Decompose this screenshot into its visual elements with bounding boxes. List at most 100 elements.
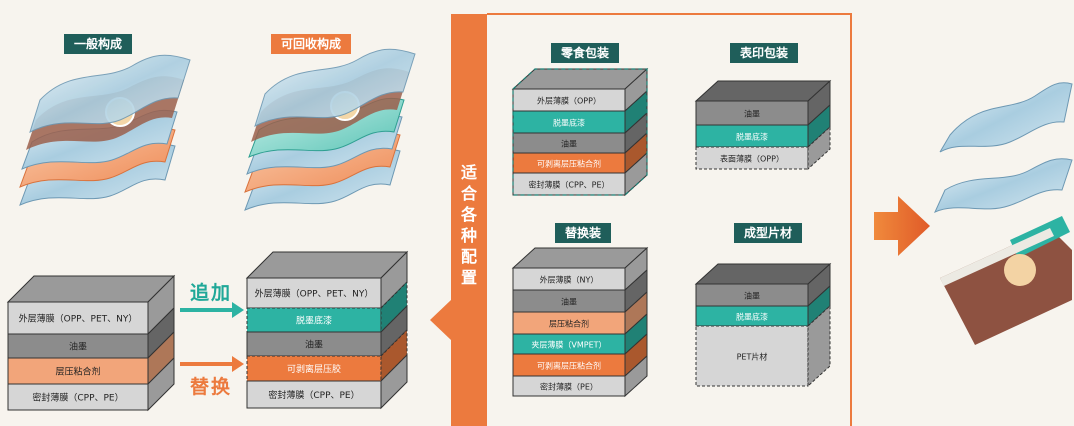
recyclable-stack-layer-label: 密封薄膜（CPP、PE） [268,389,359,401]
surface-print-stack-layer-label: 脱墨底漆 [736,132,768,142]
recyclable-title: 可回收构成 [271,34,352,54]
recyclable-stack-layer-label: 脱墨底漆 [296,315,332,327]
refill-pack-stack-layer: 油墨 [512,268,648,314]
molded-sheet-stack-layer: 油墨 [695,262,831,308]
conventional-stack-layer: 外层薄膜（OPP、PET、NY） [7,274,175,336]
recyclable-stack-top-face [245,251,409,279]
refill-pack-stack-layer-label: 外层薄膜（NY） [540,275,599,285]
conventional-stack-layer-front [7,301,149,335]
recyclable-stack-layer-front [246,307,382,333]
recyclable-film-illustration [244,48,416,211]
recyclable-stack-layer: 密封薄膜（CPP、PE） [246,353,408,410]
conventional-stack-layer-label: 外层薄膜（OPP、PET、NY） [19,313,138,325]
refill-pack-stack-layer-label: 密封薄膜（PE） [540,382,598,392]
conventional-stack-layer-side [147,356,175,412]
surface-print-stack-layer-side [807,125,831,171]
snack-pack-stack-layer-label: 外层薄膜（OPP） [537,96,601,106]
conventional-stack-layer-label: 密封薄膜（CPP、PE） [32,392,123,404]
applicable-label-char: 适 [461,163,477,182]
snack-pack-stack-outline [512,68,648,196]
applicable-frame [430,13,852,426]
conventional-stack-layer-front [7,333,149,359]
refill-pack-stack-layer-label: 层压粘合剂 [549,319,589,329]
surface-print-stack-top-face [694,80,832,102]
conventional-title: 一般构成 [64,34,133,54]
applicable-label-char: 各 [460,205,478,224]
conventional-stack-layer: 密封薄膜（CPP、PE） [7,356,175,412]
applicable-label-char: 合 [461,184,478,203]
surface-print-title: 表印包装 [730,43,799,63]
applicable-label-char: 置 [461,268,477,287]
surface-print-stack-layer: 脱墨底漆 [695,103,831,149]
conventional-stack-layer-label: 层压粘合剂 [55,366,100,378]
snack-pack-stack-top-face [511,68,649,90]
molded-sheet-stack-layer-front [695,325,809,387]
molded-sheet-stack-top-face [694,263,832,285]
refill-pack-stack-layer: 夹层薄膜（VMPET） [512,312,648,356]
recyclable-stack-layer-label: 油墨 [305,339,323,351]
replace-arrow [180,356,244,372]
big-output-arrow [874,196,930,256]
refill-pack-stack-layer: 密封薄膜（PE） [512,354,648,398]
surface-print-stack-layer-label: 油墨 [744,109,760,119]
refill-pack-title: 替换装 [555,223,612,243]
recyclable-stack-layer-side [380,353,408,410]
conventional-stack-layer-front [7,383,149,411]
refill-pack-stack-layer-side [624,354,648,398]
snack-pack-stack-layer-label: 油墨 [561,139,577,149]
refill-pack-stack-layer-label: 可剥离层压粘合剂 [537,361,601,371]
snack-pack-stack-layer-label: 可剥离层压粘合剂 [537,159,601,169]
conventional-stack-top-face [6,275,176,303]
snack-pack-stack-layer: 可剥离层压粘合剂 [512,131,648,175]
refill-pack-stack-layer-label: 夹层薄膜（VMPET） [531,340,606,350]
molded-sheet-stack-layer: 脱墨底漆 [695,284,831,328]
separated-films-illustration [934,82,1073,213]
replace-label: 替换 [190,376,233,398]
snack-pack-stack-layer-label: 密封薄膜（CPP、PE） [528,180,609,190]
recyclable-stack-layer: 脱墨底漆 [246,280,408,334]
conventional-stack-layer: 油墨 [7,306,175,360]
conventional-film-illustration [19,54,191,206]
molded-sheet-stack-layer-side [807,304,831,388]
refill-pack-stack-layer: 层压粘合剂 [512,290,648,336]
recyclable-stack-layer-label: 外层薄膜（OPP、PET、NY） [255,288,374,300]
add-label: 追加 [190,282,233,304]
molded-sheet-stack-layer-label: PET片材 [737,352,768,362]
snack-pack-stack-layer-label: 脱墨底漆 [553,118,585,128]
surface-print-stack-layer: 油墨 [695,79,831,127]
molded-sheet-stack-layer-label: 油墨 [744,291,760,301]
snack-pack-stack-layer: 脱墨底漆 [512,89,648,135]
applicable-label-char: 配 [461,247,477,266]
chips-bag-illustration [940,216,1072,345]
conventional-stack-layer: 层压粘合剂 [7,330,175,386]
surface-print-stack-layer-front [695,100,809,126]
molded-sheet-title: 成型片材 [734,223,803,243]
recyclable-stack-layer-front [246,331,382,357]
snack-pack-title: 零食包装 [551,43,620,63]
refill-pack-stack-layer-label: 油墨 [561,297,577,307]
molded-sheet-stack-layer-label: 脱墨底漆 [736,312,768,322]
recyclable-stack-layer: 外层薄膜（OPP、PET、NY） [246,250,408,310]
conventional-stack-layer-label: 油墨 [69,341,87,353]
add-arrow [180,302,244,318]
surface-print-stack-layer-label: 表面薄膜（OPP） [720,154,784,164]
applicable-label-char: 种 [460,226,477,245]
molded-sheet-stack-layer: PET片材 [695,304,831,388]
recyclable-stack-layer: 可剥离层压胶 [246,328,408,383]
surface-print-stack-layer: 表面薄膜（OPP） [695,125,831,171]
conventional-stack-layer-front [7,357,149,385]
snack-pack-stack-layer: 密封薄膜（CPP、PE） [512,151,648,197]
refill-pack-stack-layer: 外层薄膜（NY） [512,246,648,292]
recyclable-stack-layer-label: 可剥离层压胶 [287,363,341,375]
recyclable-stack-layer-front [246,355,382,382]
refill-pack-stack-top-face [511,247,649,269]
recyclable-stack-layer: 油墨 [246,304,408,358]
